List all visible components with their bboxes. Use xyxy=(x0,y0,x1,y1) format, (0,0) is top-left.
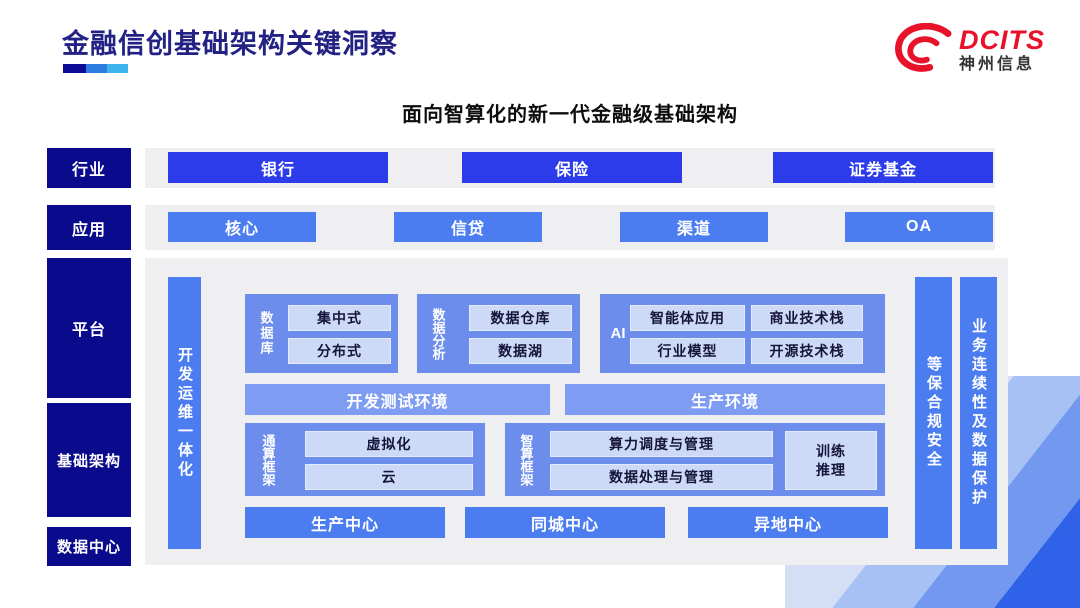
application-item-channel: 渠道 xyxy=(620,212,768,242)
industry-item-securities: 证券基金 xyxy=(773,152,993,183)
ai-item-commercial-stack: 商业技术栈 xyxy=(751,305,863,331)
row-label-platform: 平台 xyxy=(47,258,131,398)
database-item-centralized: 集中式 xyxy=(288,305,391,331)
datacenter-same-city: 同城中心 xyxy=(465,507,665,538)
industry-item-bank: 银行 xyxy=(168,152,388,183)
framework-item-data-processing: 数据处理与管理 xyxy=(550,464,773,490)
ai-item-agent-app: 智能体应用 xyxy=(630,305,745,331)
intelligent-framework-group: 智算框架 算力调度与管理 数据处理与管理 训练 推理 xyxy=(505,423,885,496)
framework-item-compute-scheduling: 算力调度与管理 xyxy=(550,431,773,457)
industry-item-insurance: 保险 xyxy=(462,152,682,183)
analytics-group-label: 数据分析 xyxy=(430,307,446,360)
intelligent-framework-label: 智算框架 xyxy=(518,433,534,486)
analytics-group: 数据分析 数据仓库 数据湖 xyxy=(417,294,580,373)
ai-group: AI 智能体应用 商业技术栈 行业模型 开源技术栈 xyxy=(600,294,885,373)
database-group: 数据库 集中式 分布式 xyxy=(245,294,398,373)
framework-item-training-inference: 训练 推理 xyxy=(785,431,877,490)
database-group-label: 数据库 xyxy=(258,311,274,356)
ai-group-label: AI xyxy=(610,325,626,342)
training-line: 训练 xyxy=(816,442,846,459)
security-compliance-bar: 等保合规安全 xyxy=(915,277,952,549)
row-label-industry: 行业 xyxy=(47,148,131,188)
general-framework-label: 通算框架 xyxy=(260,433,276,486)
dcits-logo: DCITS 神州信息 xyxy=(893,18,1058,82)
application-item-core: 核心 xyxy=(168,212,316,242)
application-item-credit: 信贷 xyxy=(394,212,542,242)
dcits-logo-icon xyxy=(895,23,952,72)
ai-item-industry-model: 行业模型 xyxy=(630,338,745,364)
analytics-item-warehouse: 数据仓库 xyxy=(469,305,572,331)
datacenter-production: 生产中心 xyxy=(245,507,445,538)
row-label-application: 应用 xyxy=(47,205,131,250)
logo-company-text: 神州信息 xyxy=(959,55,1036,73)
diagram-subtitle: 面向智算化的新一代金融级基础架构 xyxy=(402,104,738,126)
page-title: 金融信创基础架构关键洞察 xyxy=(62,29,398,59)
business-continuity-bar: 业务连续性及数据保护 xyxy=(960,277,997,549)
logo-brand-text: DCITS xyxy=(959,25,1045,56)
framework-item-virtualization: 虚拟化 xyxy=(305,431,473,457)
ai-item-opensource-stack: 开源技术栈 xyxy=(751,338,863,364)
dev-test-environment-bar: 开发测试环境 xyxy=(245,384,550,415)
framework-item-cloud: 云 xyxy=(305,464,473,490)
title-underline xyxy=(63,64,128,73)
analytics-item-lake: 数据湖 xyxy=(469,338,572,364)
inference-line: 推理 xyxy=(816,461,846,478)
devops-vertical-bar: 开发运维一体化 xyxy=(168,277,201,549)
datacenter-remote: 异地中心 xyxy=(688,507,888,538)
application-item-oa: OA xyxy=(845,212,993,242)
row-label-datacenter: 数据中心 xyxy=(47,527,131,566)
production-environment-bar: 生产环境 xyxy=(565,384,885,415)
row-label-infrastructure: 基础架构 xyxy=(47,403,131,517)
general-framework-group: 通算框架 虚拟化 云 xyxy=(245,423,485,496)
database-item-distributed: 分布式 xyxy=(288,338,391,364)
